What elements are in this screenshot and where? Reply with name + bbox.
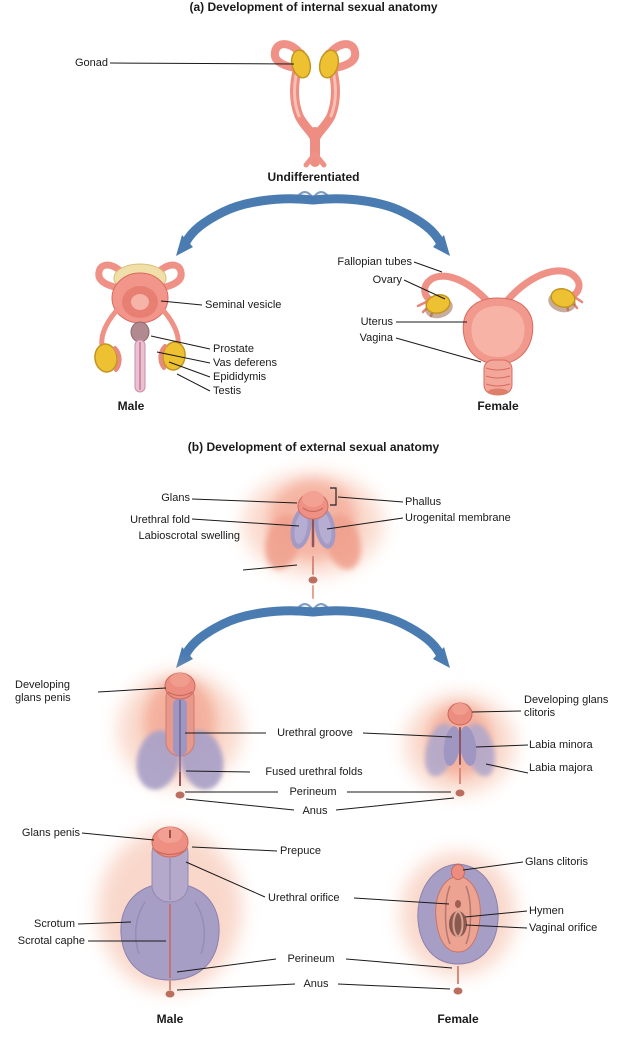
glans-clitoris-label: Glans clitoris xyxy=(525,856,588,868)
phallus-bracket xyxy=(330,487,337,506)
female-internal-illustration xyxy=(416,267,584,396)
prepuce-label: Prepuce xyxy=(280,845,321,857)
uterus-label: Uterus xyxy=(360,316,393,328)
labia-majora-label: Labia majora xyxy=(529,762,593,774)
testis-label: Testis xyxy=(213,385,242,397)
gonad-label: Gonad xyxy=(74,57,108,69)
vagina-label: Vagina xyxy=(359,332,393,344)
developing-glans-clitoris-label: Developing glans clitoris xyxy=(524,694,609,720)
section-a-title: (a) Development of internal sexual anato… xyxy=(189,0,438,14)
scrotal-raphe-label: Scrotal caphe xyxy=(17,935,85,947)
glans-label: Glans xyxy=(161,492,190,504)
urethral-fold-label: Urethral fold xyxy=(130,514,190,526)
female-internal-caption: Female xyxy=(477,399,519,413)
prostate-label: Prostate xyxy=(213,343,254,355)
labioscrotal-swelling-label: Labioscrotal swelling xyxy=(138,530,241,542)
phallus-label: Phallus xyxy=(405,496,442,508)
anus-label: Anus xyxy=(303,978,329,990)
undifferentiated-external-illustration xyxy=(243,472,383,599)
section-b-title: (b) Development of external sexual anato… xyxy=(187,440,440,454)
female-external-illustration xyxy=(400,852,516,995)
developing-glans-penis-label: Developing glans penis xyxy=(15,679,71,705)
epididymis-label: Epididymis xyxy=(213,371,267,383)
ovary-label: Ovary xyxy=(372,274,402,286)
seminal-vesicle-label: Seminal vesicle xyxy=(205,299,282,311)
developing-female-external-illustration xyxy=(405,694,515,797)
vaginal-orifice-label: Vaginal orifice xyxy=(529,922,598,934)
urethral-groove-label: Urethral groove xyxy=(277,727,353,739)
male-external-caption: Male xyxy=(156,1012,184,1026)
scrotum-label: Scrotum xyxy=(34,918,75,930)
leader-lines xyxy=(77,62,529,991)
developing-male-external-illustration xyxy=(118,672,242,799)
undifferentiated-caption: Undifferentiated xyxy=(267,170,360,184)
fused-urethral-folds-label: Fused urethral folds xyxy=(265,766,363,778)
male-internal-caption: Male xyxy=(117,399,145,413)
perineum-label: Perineum xyxy=(287,953,335,965)
perineum-developing-label: Perineum xyxy=(289,786,337,798)
split-arrow-internal xyxy=(176,190,450,256)
fallopian-tubes-label: Fallopian tubes xyxy=(337,256,412,268)
urogenital-membrane-label: Urogenital membrane xyxy=(405,512,511,524)
vas-deferens-label: Vas deferens xyxy=(213,357,278,369)
anus-developing-label: Anus xyxy=(302,805,328,817)
hymen-label: Hymen xyxy=(529,905,564,917)
undifferentiated-internal-illustration xyxy=(270,40,360,168)
female-external-caption: Female xyxy=(437,1012,479,1026)
male-external-illustration xyxy=(98,826,242,998)
labia-minora-label: Labia minora xyxy=(529,739,593,751)
split-arrow-external xyxy=(176,602,450,668)
glans-penis-label: Glans penis xyxy=(21,827,80,839)
male-internal-illustration xyxy=(94,261,186,393)
urethral-orifice-label: Urethral orifice xyxy=(268,892,340,904)
